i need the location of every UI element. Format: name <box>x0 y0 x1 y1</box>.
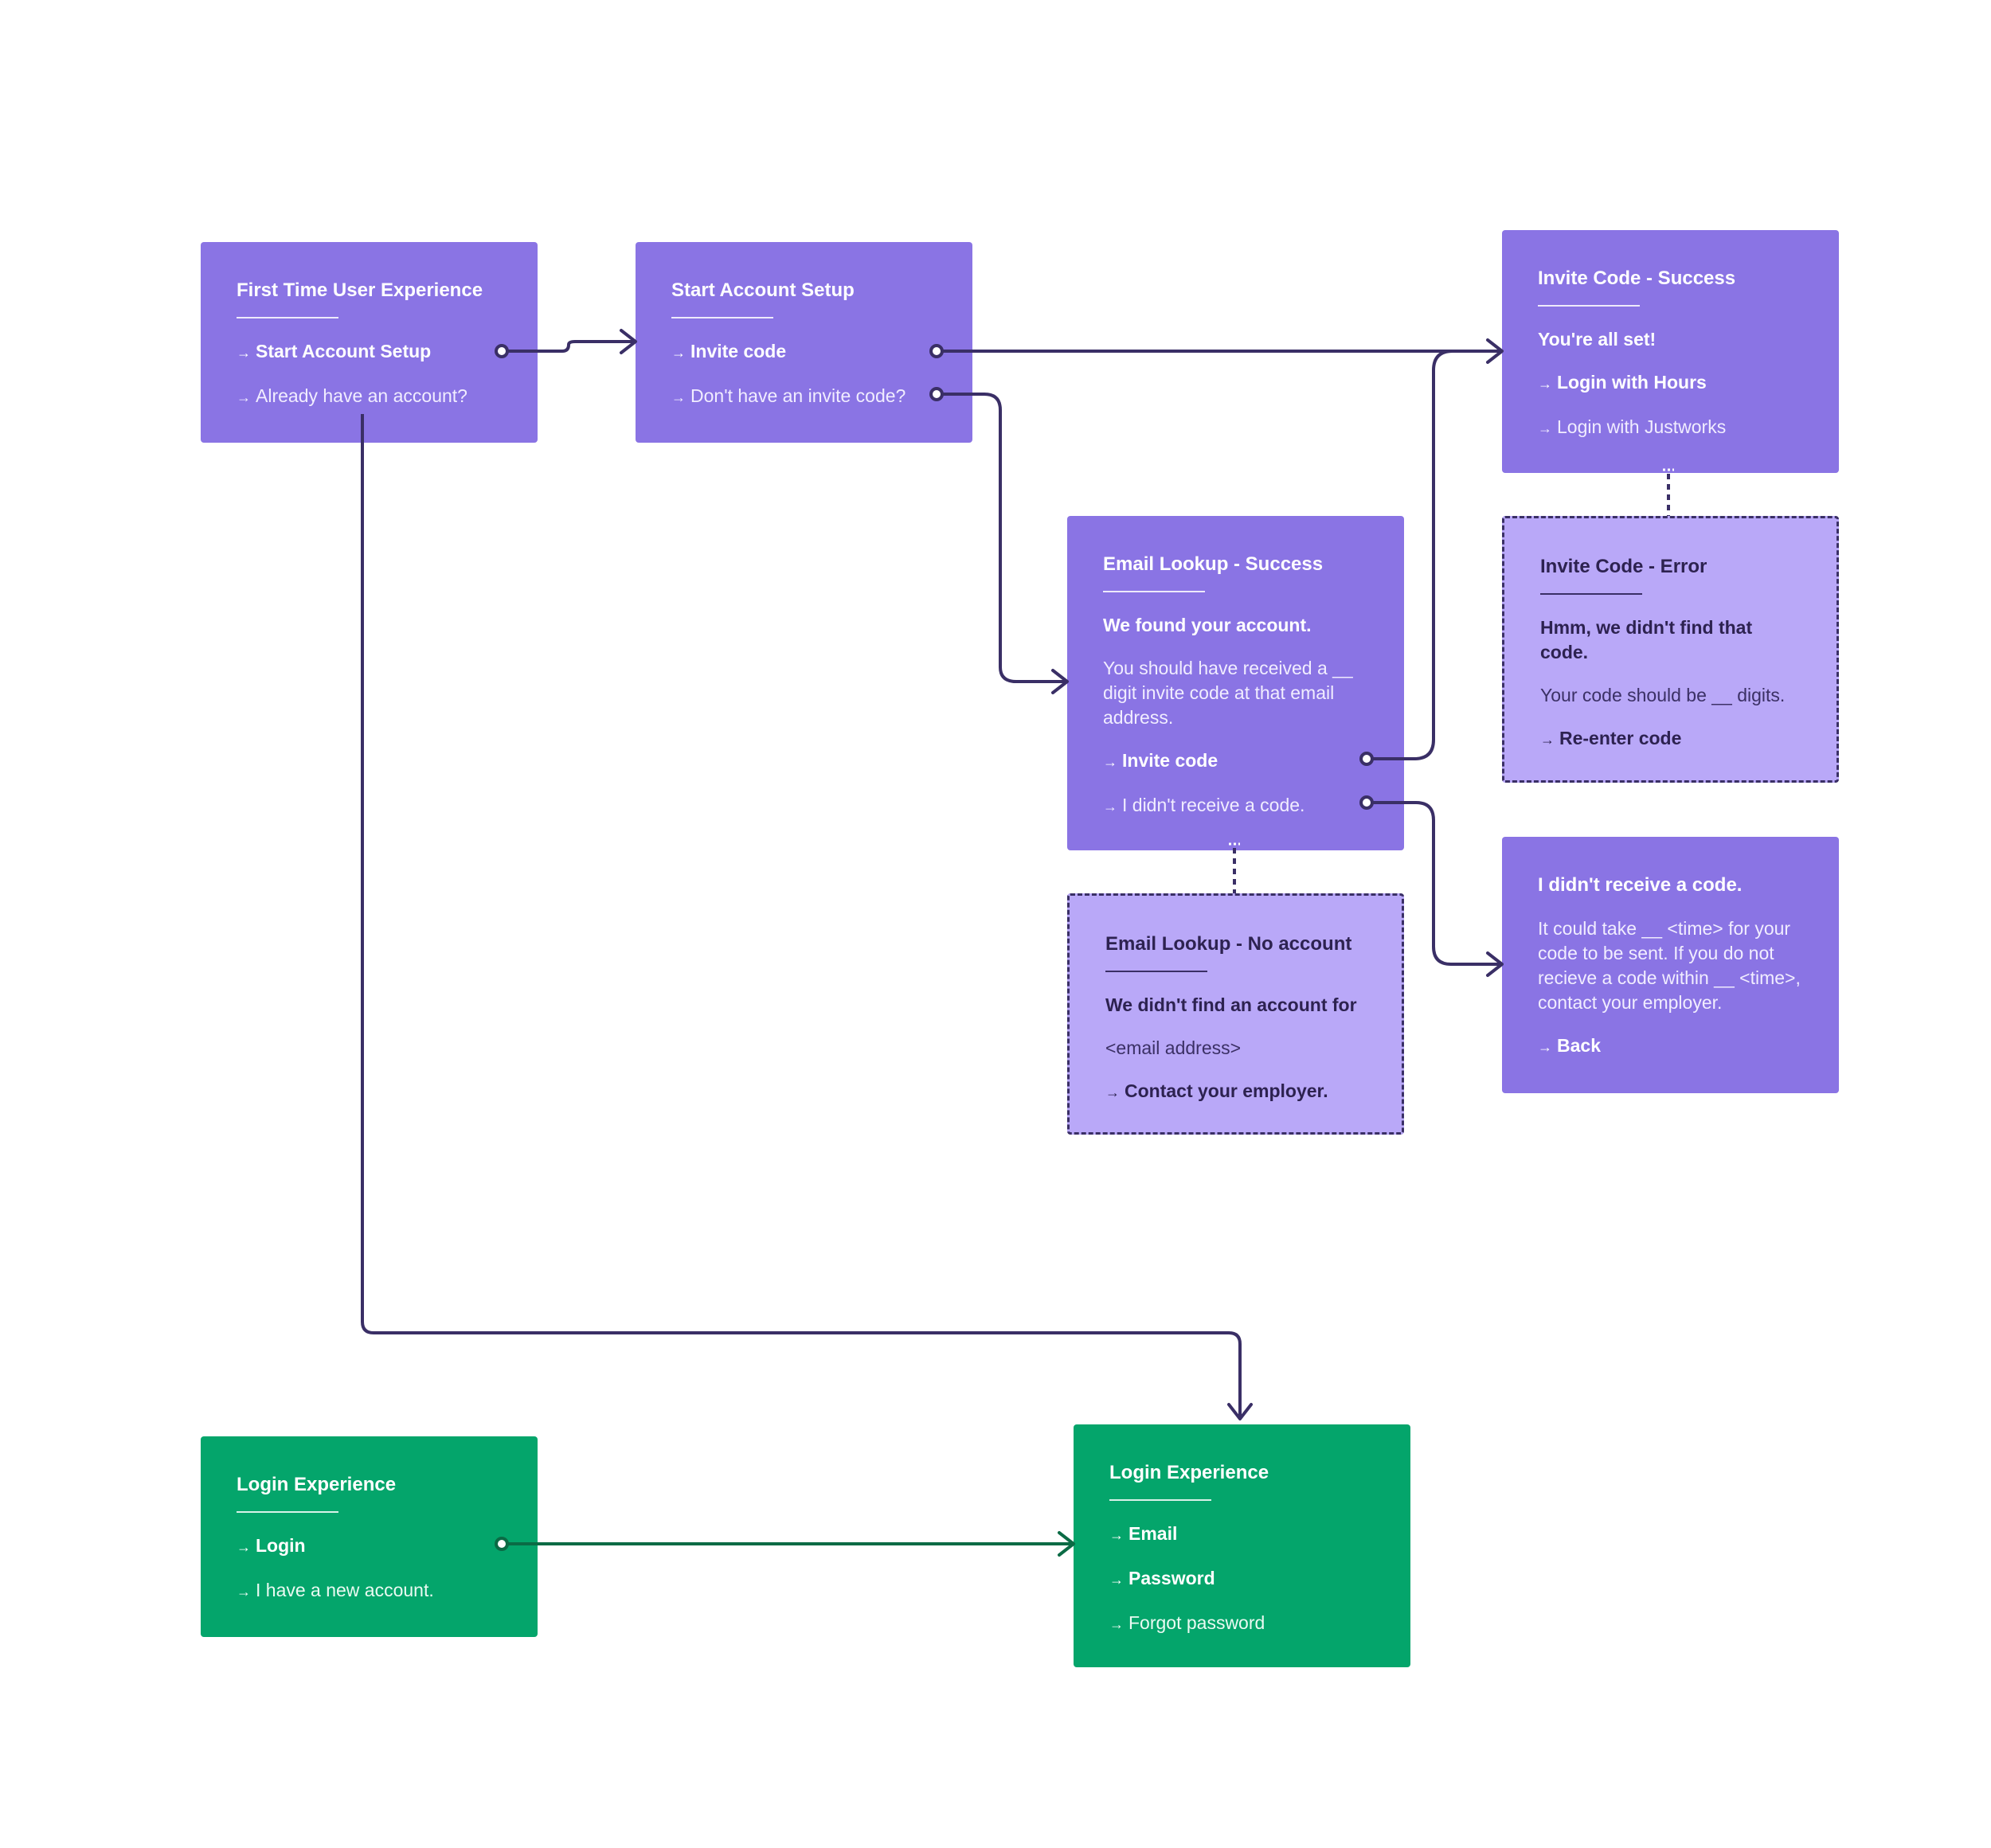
arrowhead-email-success <box>1051 669 1069 694</box>
title-divider <box>1109 1499 1211 1501</box>
option-label: Start Account Setup <box>256 341 432 361</box>
arrow-right-icon: → <box>1103 799 1117 815</box>
arrowhead-start-setup <box>620 329 637 354</box>
card-title: Email Lookup - No account <box>1105 933 1352 955</box>
card-login-experience-start: Login Experience → Login → I have a new ac… <box>201 1436 538 1637</box>
arrow-right-icon: → <box>237 389 251 405</box>
option-label: I didn't receive a code. <box>1122 795 1305 815</box>
card-headline: We didn't find an account for <box>1105 994 1357 1015</box>
option-login-with-justworks[interactable]: → Login with Justworks <box>1538 415 1803 441</box>
arrow-right-icon: → <box>1538 376 1552 392</box>
arrow-right-icon: → <box>1109 1572 1124 1588</box>
title-divider <box>1105 971 1207 972</box>
option-password[interactable]: →Password <box>1109 1566 1375 1592</box>
option-label: Invite code <box>1122 750 1218 771</box>
card-invite-code-error: Invite Code - Error Hmm, we didn't find … <box>1502 516 1839 783</box>
title-divider <box>671 317 773 318</box>
arrow-right-icon: → <box>237 345 251 361</box>
card-login-experience: Login Experience →Email →Password →Forgo… <box>1074 1424 1410 1667</box>
card-headline: Hmm, we didn't find that code. <box>1540 617 1753 662</box>
card-title: Invite Code - Success <box>1538 268 1736 289</box>
option-start-account-setup[interactable]: → Start Account Setup <box>237 339 502 365</box>
card-title: Email Lookup - Success <box>1103 553 1324 575</box>
card-title: I didn't receive a code. <box>1538 874 1743 896</box>
arrow-right-icon: → <box>1538 420 1552 436</box>
card-first-time-user-experience: First Time User Experience → Start Accoun… <box>201 242 538 443</box>
option-email[interactable]: →Email <box>1109 1522 1375 1548</box>
arrow-right-icon: → <box>1109 1527 1124 1543</box>
card-title: Login Experience <box>1109 1462 1269 1483</box>
card-body: You should have received a __ digit invi… <box>1103 658 1353 728</box>
option-label: Forgot password <box>1128 1612 1265 1633</box>
card-title: First Time User Experience <box>237 279 483 301</box>
title-divider <box>1540 593 1642 595</box>
option-label: Password <box>1128 1568 1215 1588</box>
option-invite-code[interactable]: → Invite code <box>1103 748 1368 775</box>
card-headline: You're all set! <box>1538 329 1657 350</box>
card-invite-code-success: Invite Code - Success You're all set! → L… <box>1502 230 1839 473</box>
arrow-right-icon: → <box>237 1539 251 1555</box>
option-login[interactable]: → Login <box>237 1533 502 1560</box>
option-label: Login with Justworks <box>1557 416 1727 437</box>
option-contact-employer[interactable]: → Contact your employer. <box>1105 1079 1366 1105</box>
option-label: Login with Hours <box>1557 372 1707 393</box>
card-headline: We found your account. <box>1103 615 1312 635</box>
option-no-invite-code[interactable]: →Don't have an invite code? <box>671 384 937 410</box>
card-body: Your code should be __ digits. <box>1540 685 1786 705</box>
arrow-right-icon: → <box>1105 1084 1120 1100</box>
option-label: Back <box>1557 1035 1601 1056</box>
arrow-right-icon: → <box>1103 754 1117 770</box>
arrow-right-icon: → <box>671 389 686 405</box>
card-body: <email address> <box>1105 1037 1242 1058</box>
card-body: It could take __ <time> for your code to… <box>1538 918 1801 1013</box>
title-divider <box>237 317 338 318</box>
arrow-right-icon: → <box>1109 1616 1124 1632</box>
option-label: Email <box>1128 1523 1178 1544</box>
option-label: Invite code <box>690 341 787 361</box>
card-email-lookup-no-account: Email Lookup - No account We didn't find… <box>1067 893 1404 1135</box>
card-title: Invite Code - Error <box>1540 556 1707 577</box>
arrowhead-login-right <box>1227 1403 1253 1420</box>
arrowhead-invite-success <box>1486 338 1504 364</box>
arrowhead-no-code <box>1486 951 1504 977</box>
option-re-enter-code[interactable]: →Re-enter code <box>1540 726 1801 752</box>
option-didnt-receive-code[interactable]: → I didn't receive a code. <box>1103 793 1368 819</box>
card-didnt-receive-code: I didn't receive a code. It could take _… <box>1502 837 1839 1093</box>
card-email-lookup-success: Email Lookup - Success We found your acc… <box>1067 516 1404 850</box>
option-already-have-account[interactable]: → Already have an account? <box>237 384 502 410</box>
arrowhead-login <box>1058 1531 1075 1557</box>
option-label: Re-enter code <box>1559 728 1682 748</box>
arrow-right-icon: → <box>671 345 686 361</box>
card-title: Start Account Setup <box>671 279 855 301</box>
option-invite-code[interactable]: →Invite code <box>671 339 937 365</box>
option-new-account[interactable]: → I have a new account. <box>237 1578 502 1604</box>
arrow-right-icon: → <box>237 1584 251 1600</box>
option-label: I have a new account. <box>256 1580 434 1600</box>
card-start-account-setup: Start Account Setup →Invite code →Don't … <box>636 242 972 443</box>
title-divider <box>1538 305 1640 307</box>
option-login-with-hours[interactable]: → Login with Hours <box>1538 370 1803 397</box>
arrow-right-icon: → <box>1540 732 1555 748</box>
option-label: Already have an account? <box>256 385 467 406</box>
title-divider <box>1103 591 1205 592</box>
option-label: Don't have an invite code? <box>690 385 906 406</box>
option-label: Login <box>256 1535 306 1556</box>
option-forgot-password[interactable]: →Forgot password <box>1109 1611 1375 1637</box>
card-title: Login Experience <box>237 1474 397 1495</box>
option-label: Contact your employer. <box>1125 1080 1328 1101</box>
title-divider <box>237 1511 338 1513</box>
arrow-right-icon: → <box>1538 1039 1552 1055</box>
option-back[interactable]: → Back <box>1538 1033 1803 1060</box>
